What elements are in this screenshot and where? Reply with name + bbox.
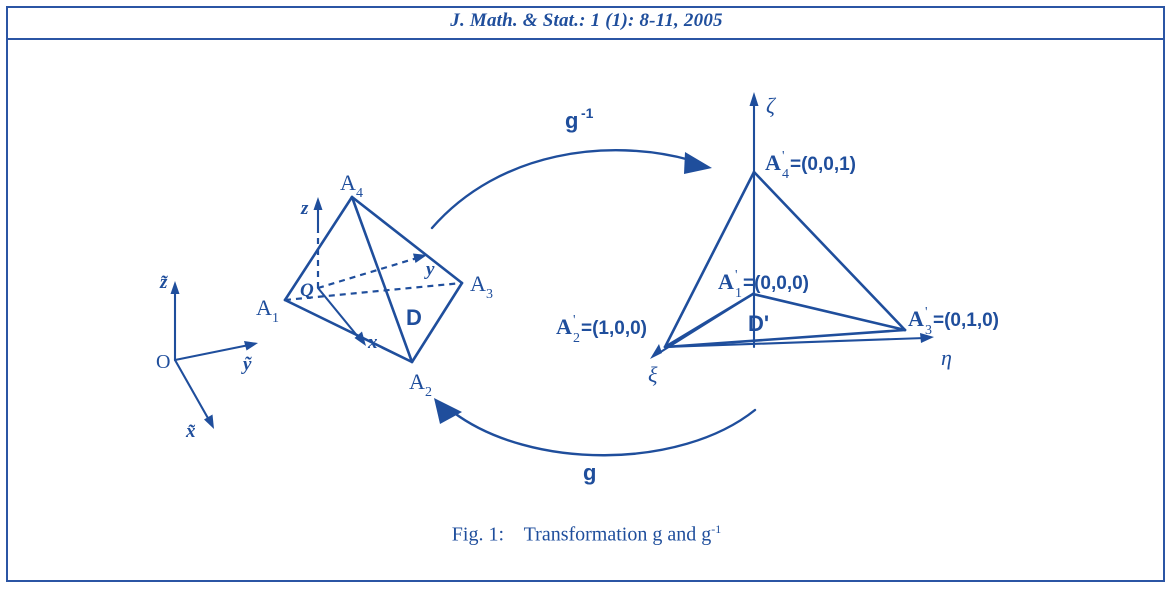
axis-y-local-arrowhead [413,253,427,263]
caption-prefix: Fig. 1: [451,523,505,546]
global-origin-label: O [156,351,170,373]
edge-a4p-a3p [752,170,907,332]
vertex-a2-base: A [409,369,425,394]
journal-header: J. Math. & Stat.: 1 (1): 8-11, 2005 [450,10,723,31]
vertex-label-a3: A 3 [470,271,493,302]
forward-map-arc [451,408,757,457]
header-rule [8,38,1163,40]
inverse-map-label-sup: -1 [581,105,594,121]
vertex-a4-base: A [340,170,356,195]
axis-xi-arrowhead [650,344,662,359]
vertex-a4-sub: 4 [356,186,363,201]
tetrahedron-target: ζ η ξ A 4 ' =(0,0,1) A 1 ' =(0,0,0) A 2 … [556,92,999,387]
caption-superscript: -1 [711,522,722,536]
forward-map-arrow [434,398,757,457]
vertex-label-a3-prime: A 3 ' =(0,1,0) [908,305,999,338]
vertex-a1p-coords: =(0,0,0) [743,273,809,294]
edge-a1-a3-hidden [284,281,463,302]
axis-zeta-label: ζ [766,93,777,118]
vertex-a4p-base: A [765,150,781,175]
edge-a4-a2 [350,195,414,364]
axis-z-tilde-label: z̃ [159,272,168,293]
vertex-label-a2: A 2 [409,369,432,400]
vertex-a1p-prime: ' [735,268,738,283]
axis-y-tilde-label: ỹ [241,354,252,375]
inverse-map-arrowhead [684,152,712,174]
axis-x-local-label: x [367,332,378,353]
vertex-a2p-base: A [556,314,572,339]
edge-a1p-a2p [663,292,755,349]
page-border [6,6,1165,582]
vertex-label-a1: A 1 [256,295,279,326]
axis-x-tilde-arrowhead [204,414,214,429]
vertex-a3p-coords: =(0,1,0) [933,310,999,331]
vertex-a1p-sub: 1 [735,286,742,301]
axis-y-tilde-arrowhead [244,341,258,351]
axis-eta-arrowhead [920,333,934,343]
vertex-a1p-base: A [718,269,734,294]
vertex-label-a4-prime: A 4 ' =(0,0,1) [765,149,856,182]
vertex-a2p-sub: 2 [573,331,580,346]
caption-text: Transformation g and g [523,523,712,546]
axis-y-local-dashed [317,256,418,290]
inverse-map-arrow [430,149,712,230]
vertex-a4p-coords: =(0,0,1) [790,154,856,175]
vertex-label-a2-prime: A 2 ' =(1,0,0) [556,313,647,346]
region-label-d: D [406,305,422,330]
inverse-map-label: g -1 [565,105,594,133]
inverse-map-label-g: g [565,108,578,133]
axis-xi-label: ξ [648,362,658,387]
edge-a4p-a2p [663,170,756,349]
axis-z-tilde-arrowhead [170,281,180,294]
vertex-a3-base: A [470,271,486,296]
vertex-a1-sub: 1 [272,311,279,326]
forward-map-label-g: g [583,460,596,485]
axis-x-local-arrowhead [354,331,366,346]
vertex-a3p-prime: ' [925,305,928,320]
axis-eta-line [663,336,927,349]
axis-z-local-label: z [300,198,309,219]
axis-x-tilde-label: x̃ [185,421,196,442]
axis-z-local-arrowhead [313,197,323,210]
axis-eta-label: η [941,345,952,370]
global-coordinate-frame: O z̃ ỹ x̃ [156,272,258,442]
vertex-a4p-sub: 4 [782,167,789,182]
axis-y-tilde-line [173,343,251,362]
vertex-a3-sub: 3 [486,287,493,302]
local-origin-label-q: Q [300,280,314,301]
figure-caption: Fig. 1: Transformation g and g-1 [0,522,1173,547]
vertex-label-a1-prime: A 1 ' =(0,0,0) [718,268,809,301]
vertex-a3p-base: A [908,306,924,331]
edge-a2p-a3p [663,328,907,349]
axis-x-tilde-line [173,358,211,422]
vertex-a3p-sub: 3 [925,323,932,338]
forward-map-arrowhead [434,398,462,424]
vertex-a4p-prime: ' [782,149,785,164]
vertex-a2p-coords: =(1,0,0) [581,318,647,339]
vertex-a2-sub: 2 [425,385,432,400]
vertex-a1-base: A [256,295,272,320]
axis-zeta-arrowhead [749,92,759,106]
region-label-d-prime: D' [748,311,769,336]
vertex-label-a4: A 4 [340,170,363,201]
axis-y-local-label: y [424,259,435,280]
inverse-map-arc [430,149,692,230]
tetrahedron-source: z y x Q A 1 A 2 A 3 A 4 D [256,170,493,400]
edge-a1p-a3p [751,292,907,332]
vertex-a2p-prime: ' [573,313,576,328]
axis-x-local-line [316,286,361,340]
